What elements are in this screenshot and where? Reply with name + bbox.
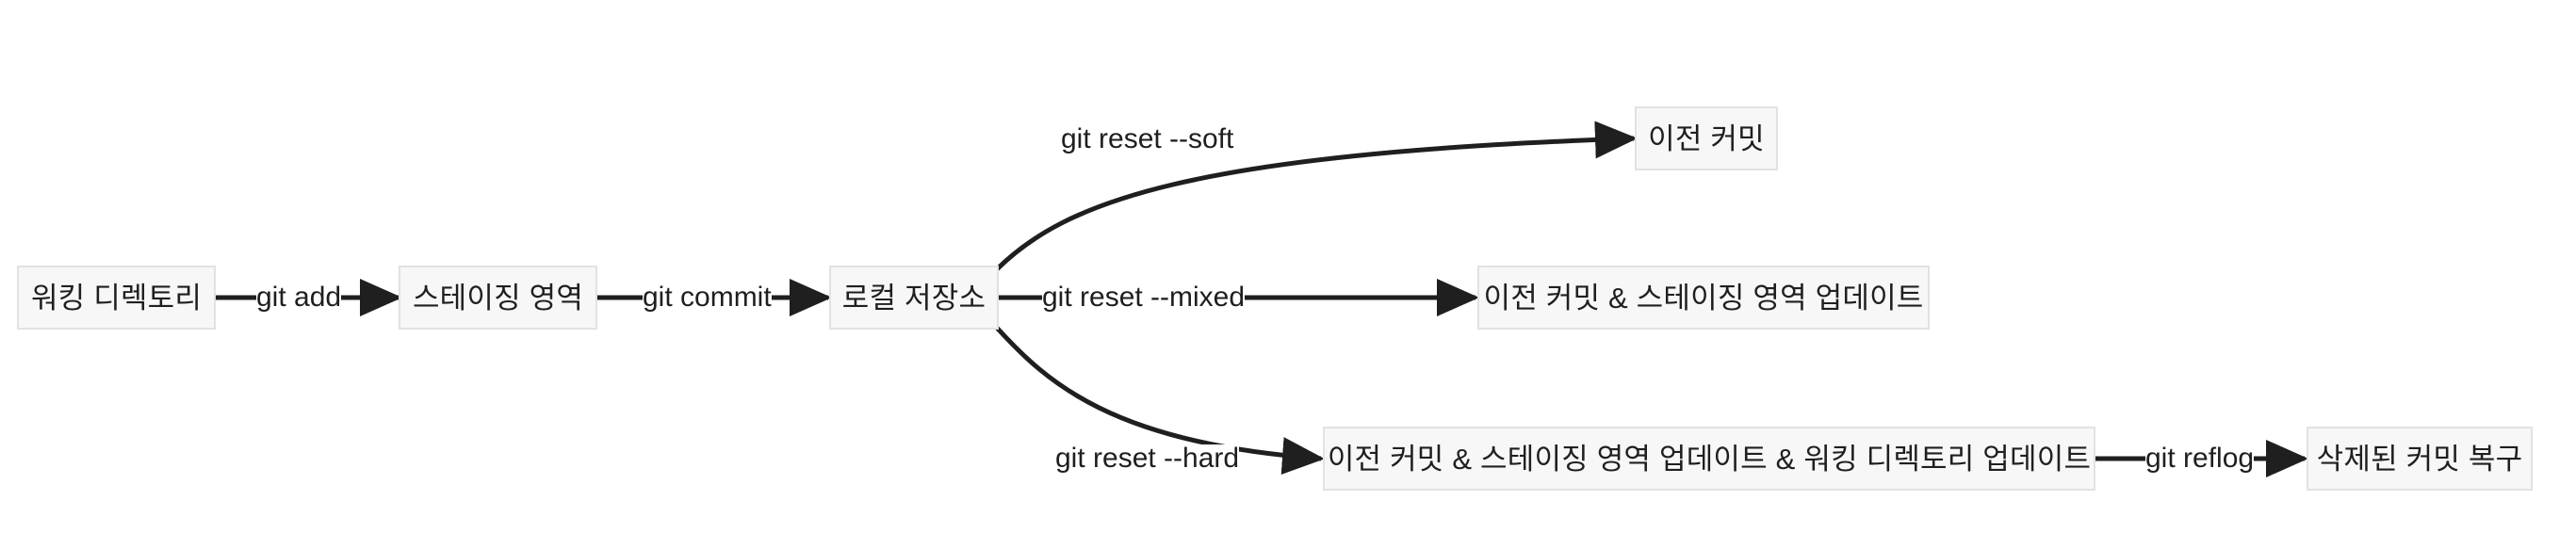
node-previous-commit-staging-working[interactable]: 이전 커밋 & 스테이징 영역 업데이트 & 워킹 디렉토리 업데이트 xyxy=(1323,427,2095,491)
node-recover-deleted-commit-label: 삭제된 커밋 복구 xyxy=(2316,442,2523,476)
edge-label-git-commit: git commit xyxy=(643,283,772,312)
edge-label-git-reset-hard-text: git reset --hard xyxy=(1055,443,1240,474)
edge-label-git-reset-hard: git reset --hard xyxy=(1055,443,1240,474)
node-previous-commit-staging-working-label: 이전 커밋 & 스테이징 영역 업데이트 & 워킹 디렉토리 업데이트 xyxy=(1327,442,2092,476)
node-staging-area-label: 스테이징 영역 xyxy=(412,281,584,315)
edge-label-git-commit-text: git commit xyxy=(643,282,772,313)
node-previous-commit-staging-label: 이전 커밋 & 스테이징 영역 업데이트 xyxy=(1483,281,1924,315)
node-working-directory[interactable]: 워킹 디렉토리 xyxy=(17,266,216,330)
node-local-repository-label: 로컬 저장소 xyxy=(841,281,986,315)
edge-label-git-reset-mixed-text: git reset --mixed xyxy=(1042,282,1246,313)
edge-label-git-reflog: git reflog xyxy=(2145,443,2255,474)
edge-label-git-reflog-text: git reflog xyxy=(2145,443,2255,474)
edge-git-reset-soft-path xyxy=(995,121,1638,271)
edge-label-git-reset-mixed: git reset --mixed xyxy=(1042,282,1246,313)
node-previous-commit-label: 이전 커밋 xyxy=(1648,121,1765,155)
node-working-directory-label: 워킹 디렉토리 xyxy=(30,281,203,315)
edge-git-reset-hard-path xyxy=(995,326,1325,475)
node-previous-commit-staging[interactable]: 이전 커밋 & 스테이징 영역 업데이트 xyxy=(1477,266,1930,330)
edge-label-git-reset-soft: git reset --soft xyxy=(1061,123,1234,154)
edge-label-git-add-text: git add xyxy=(256,282,342,313)
node-previous-commit[interactable]: 이전 커밋 xyxy=(1635,106,1778,170)
edge-label-git-add: git add xyxy=(256,282,342,313)
node-recover-deleted-commit[interactable]: 삭제된 커밋 복구 xyxy=(2307,427,2533,491)
node-staging-area[interactable]: 스테이징 영역 xyxy=(399,266,597,330)
node-local-repository[interactable]: 로컬 저장소 xyxy=(829,266,999,330)
edge-label-git-reset-soft-text: git reset --soft xyxy=(1061,123,1234,154)
